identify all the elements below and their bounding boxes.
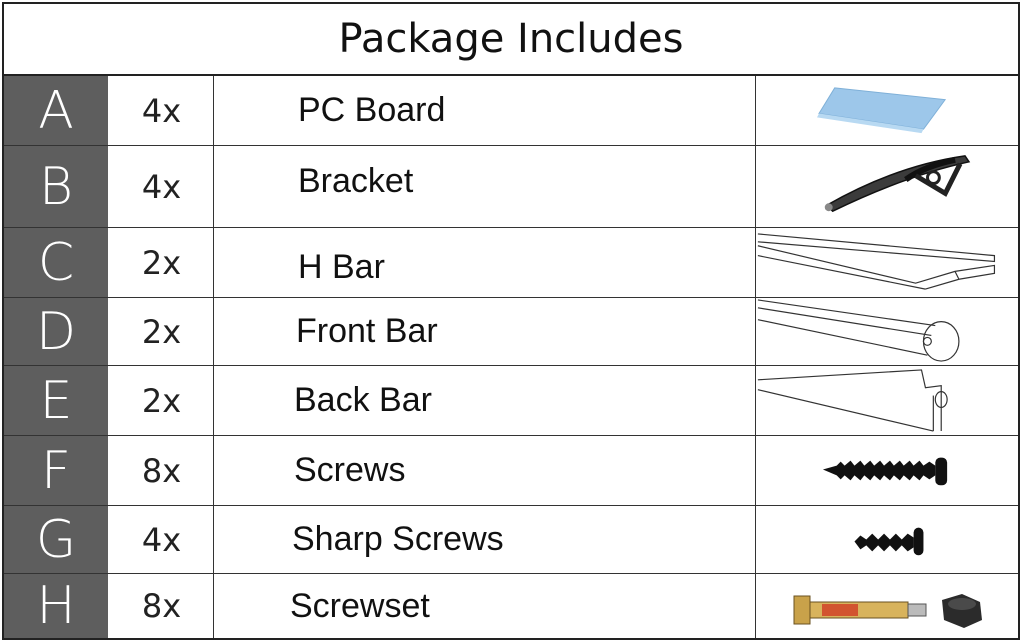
front-bar-drawing: [757, 299, 960, 362]
item-name-text: Back Bar: [294, 381, 432, 419]
item-name-text: Front Bar: [296, 312, 438, 350]
back-bar-drawing: [757, 369, 948, 432]
screwset-icon: [756, 574, 1018, 638]
item-name: PC Board: [214, 76, 756, 145]
bracket-drawing: [824, 155, 971, 213]
item-name-text: H Bar: [298, 248, 385, 286]
item-name: Sharp Screws: [214, 506, 756, 573]
screw-drawing: [822, 457, 948, 486]
bracket-icon: [756, 146, 1018, 227]
item-name-text: Screws: [294, 451, 406, 489]
item-name-text: Sharp Screws: [292, 520, 504, 558]
front-bar-icon: [756, 298, 1018, 365]
pc-board-icon: [756, 76, 1018, 145]
item-letter: C: [4, 228, 110, 297]
item-name-text: PC Board: [298, 91, 446, 129]
item-name: Bracket: [214, 146, 756, 227]
item-quantity: 2x: [110, 366, 214, 435]
item-letter: D: [4, 298, 110, 365]
item-quantity: 4x: [110, 146, 214, 227]
screw-icon: [756, 436, 1018, 505]
table-row: F 8x Screws: [4, 436, 1018, 506]
item-name: Screws: [214, 436, 756, 505]
item-letter: A: [4, 76, 110, 145]
item-letter: H: [4, 574, 110, 638]
sharp-screw-icon: [756, 506, 1018, 573]
page-title: Package Includes: [4, 4, 1018, 76]
item-quantity: 4x: [110, 76, 214, 145]
item-quantity: 8x: [110, 436, 214, 505]
sharp-screw-drawing: [854, 527, 924, 556]
pc-board-drawing: [817, 87, 947, 134]
item-letter: G: [4, 506, 110, 573]
screwset-drawing: [793, 594, 982, 628]
table-row: E 2x Back Bar: [4, 366, 1018, 436]
item-name: Screwset: [214, 574, 756, 638]
table-row: H 8x Screwset: [4, 574, 1018, 638]
item-letter: E: [4, 366, 110, 435]
item-name-text: Screwset: [290, 586, 430, 625]
item-quantity: 8x: [110, 574, 214, 638]
item-name: Back Bar: [214, 366, 756, 435]
table-row: B 4x Bracket: [4, 146, 1018, 228]
item-quantity: 4x: [110, 506, 214, 573]
item-quantity: 2x: [110, 298, 214, 365]
item-name-text: Bracket: [298, 162, 414, 200]
item-name: Front Bar: [214, 298, 756, 365]
table-row: A 4x PC Board: [4, 76, 1018, 146]
table-row: G 4x Sharp Screws: [4, 506, 1018, 574]
item-quantity: 2x: [110, 228, 214, 297]
table-row: D 2x Front Bar: [4, 298, 1018, 366]
item-letter: F: [4, 436, 110, 505]
h-bar-drawing: [757, 233, 996, 290]
item-letter: B: [4, 146, 110, 227]
table-row: C 2x H Bar: [4, 228, 1018, 298]
h-bar-icon: [756, 228, 1018, 297]
item-name: H Bar: [214, 228, 756, 297]
back-bar-icon: [756, 366, 1018, 435]
